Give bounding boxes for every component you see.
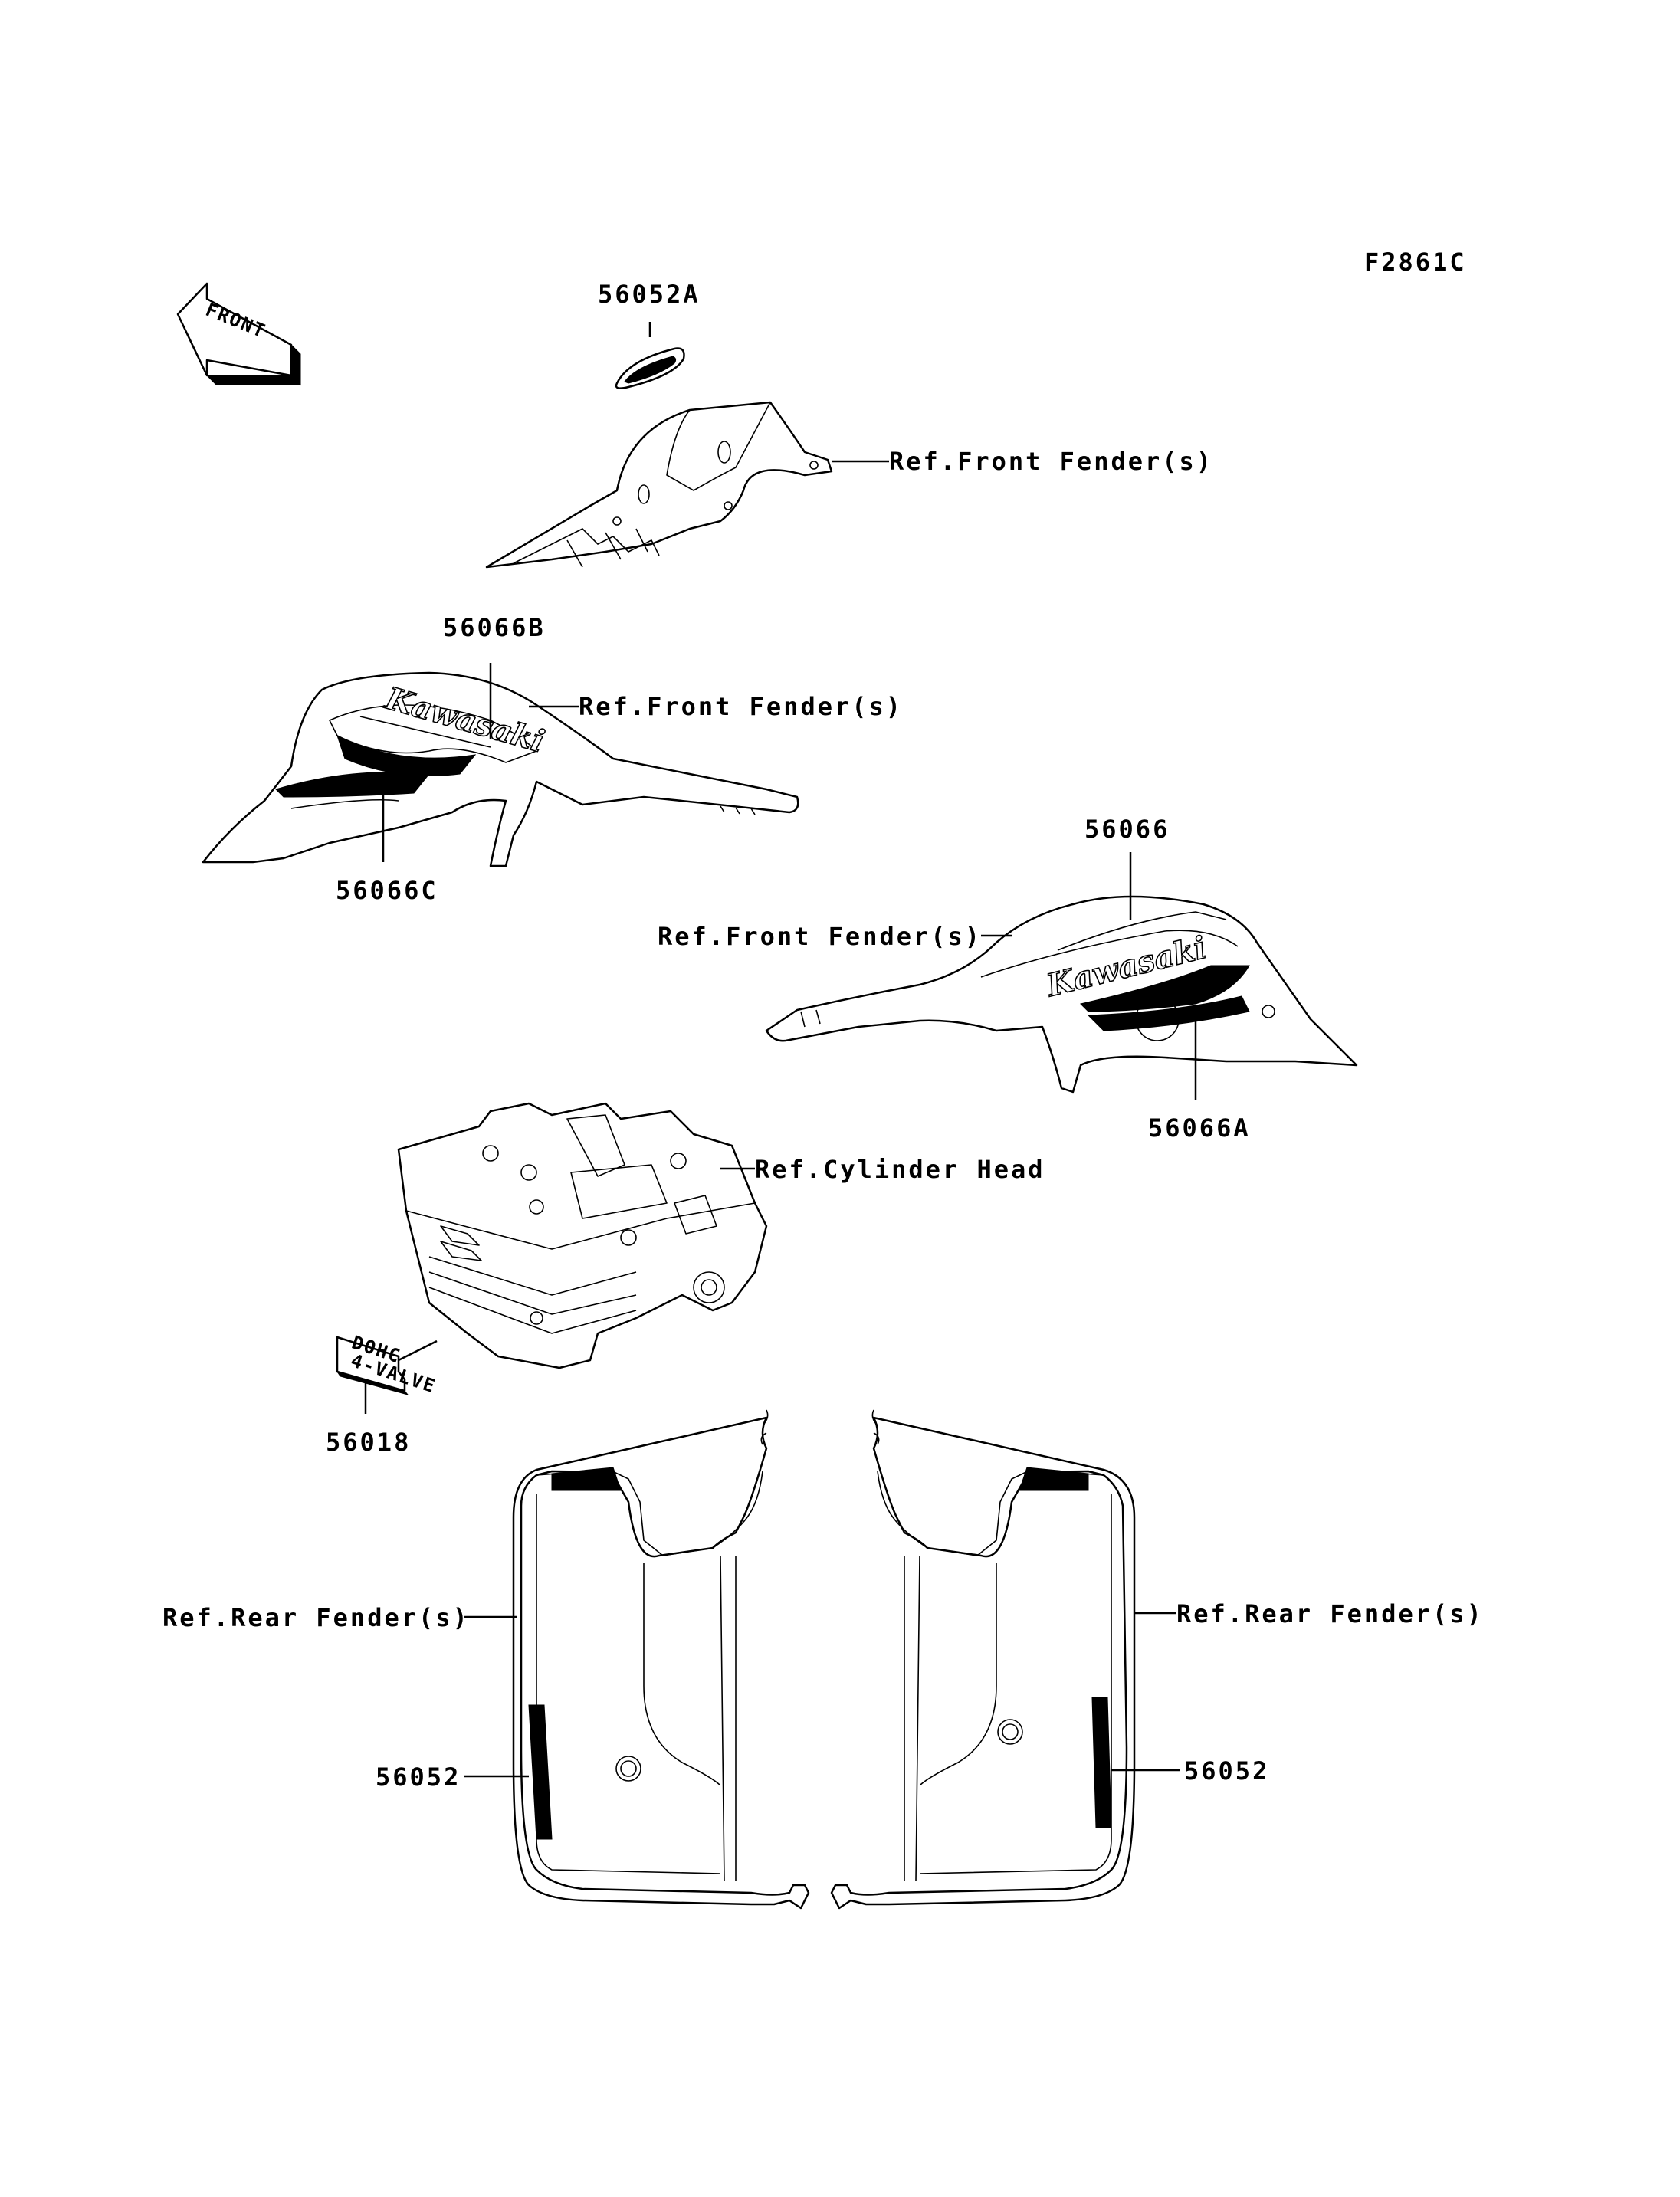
ref-rear-fender-right: Ref.Rear Fender(s) <box>1176 1599 1484 1628</box>
figure-id: F2861C <box>1364 248 1467 277</box>
front-fender-left: Kawasaki <box>202 671 799 867</box>
part-number-56052a: 56052A <box>598 280 701 309</box>
ref-rear-fender-left: Ref.Rear Fender(s) <box>162 1603 470 1632</box>
part-number-56066: 56066 <box>1084 815 1170 844</box>
rear-fender-left <box>512 1409 810 1910</box>
emblem-56052a <box>615 322 685 389</box>
part-number-56052-left: 56052 <box>376 1763 461 1792</box>
engine-label-56018: DOHC 4-VALVE <box>336 1332 439 1398</box>
part-number-56052-right: 56052 <box>1184 1756 1269 1785</box>
rear-fender-right <box>830 1409 1136 1910</box>
part-number-56066c: 56066C <box>336 876 438 905</box>
ref-cylinder-head: Ref.Cylinder Head <box>755 1155 1045 1184</box>
part-number-56018: 56018 <box>326 1428 411 1457</box>
front-fender-top <box>485 401 833 569</box>
front-fender-right: Kawasaki <box>765 895 1358 1094</box>
part-number-56066b: 56066B <box>443 613 546 642</box>
ref-front-fender-1: Ref.Front Fender(s) <box>889 447 1213 476</box>
front-arrow-icon: FRONT <box>176 282 302 386</box>
part-number-56066a: 56066A <box>1148 1113 1251 1143</box>
cylinder-head <box>397 1102 768 1369</box>
ref-front-fender-3: Ref.Front Fender(s) <box>658 922 982 951</box>
ref-front-fender-2: Ref.Front Fender(s) <box>579 692 903 721</box>
